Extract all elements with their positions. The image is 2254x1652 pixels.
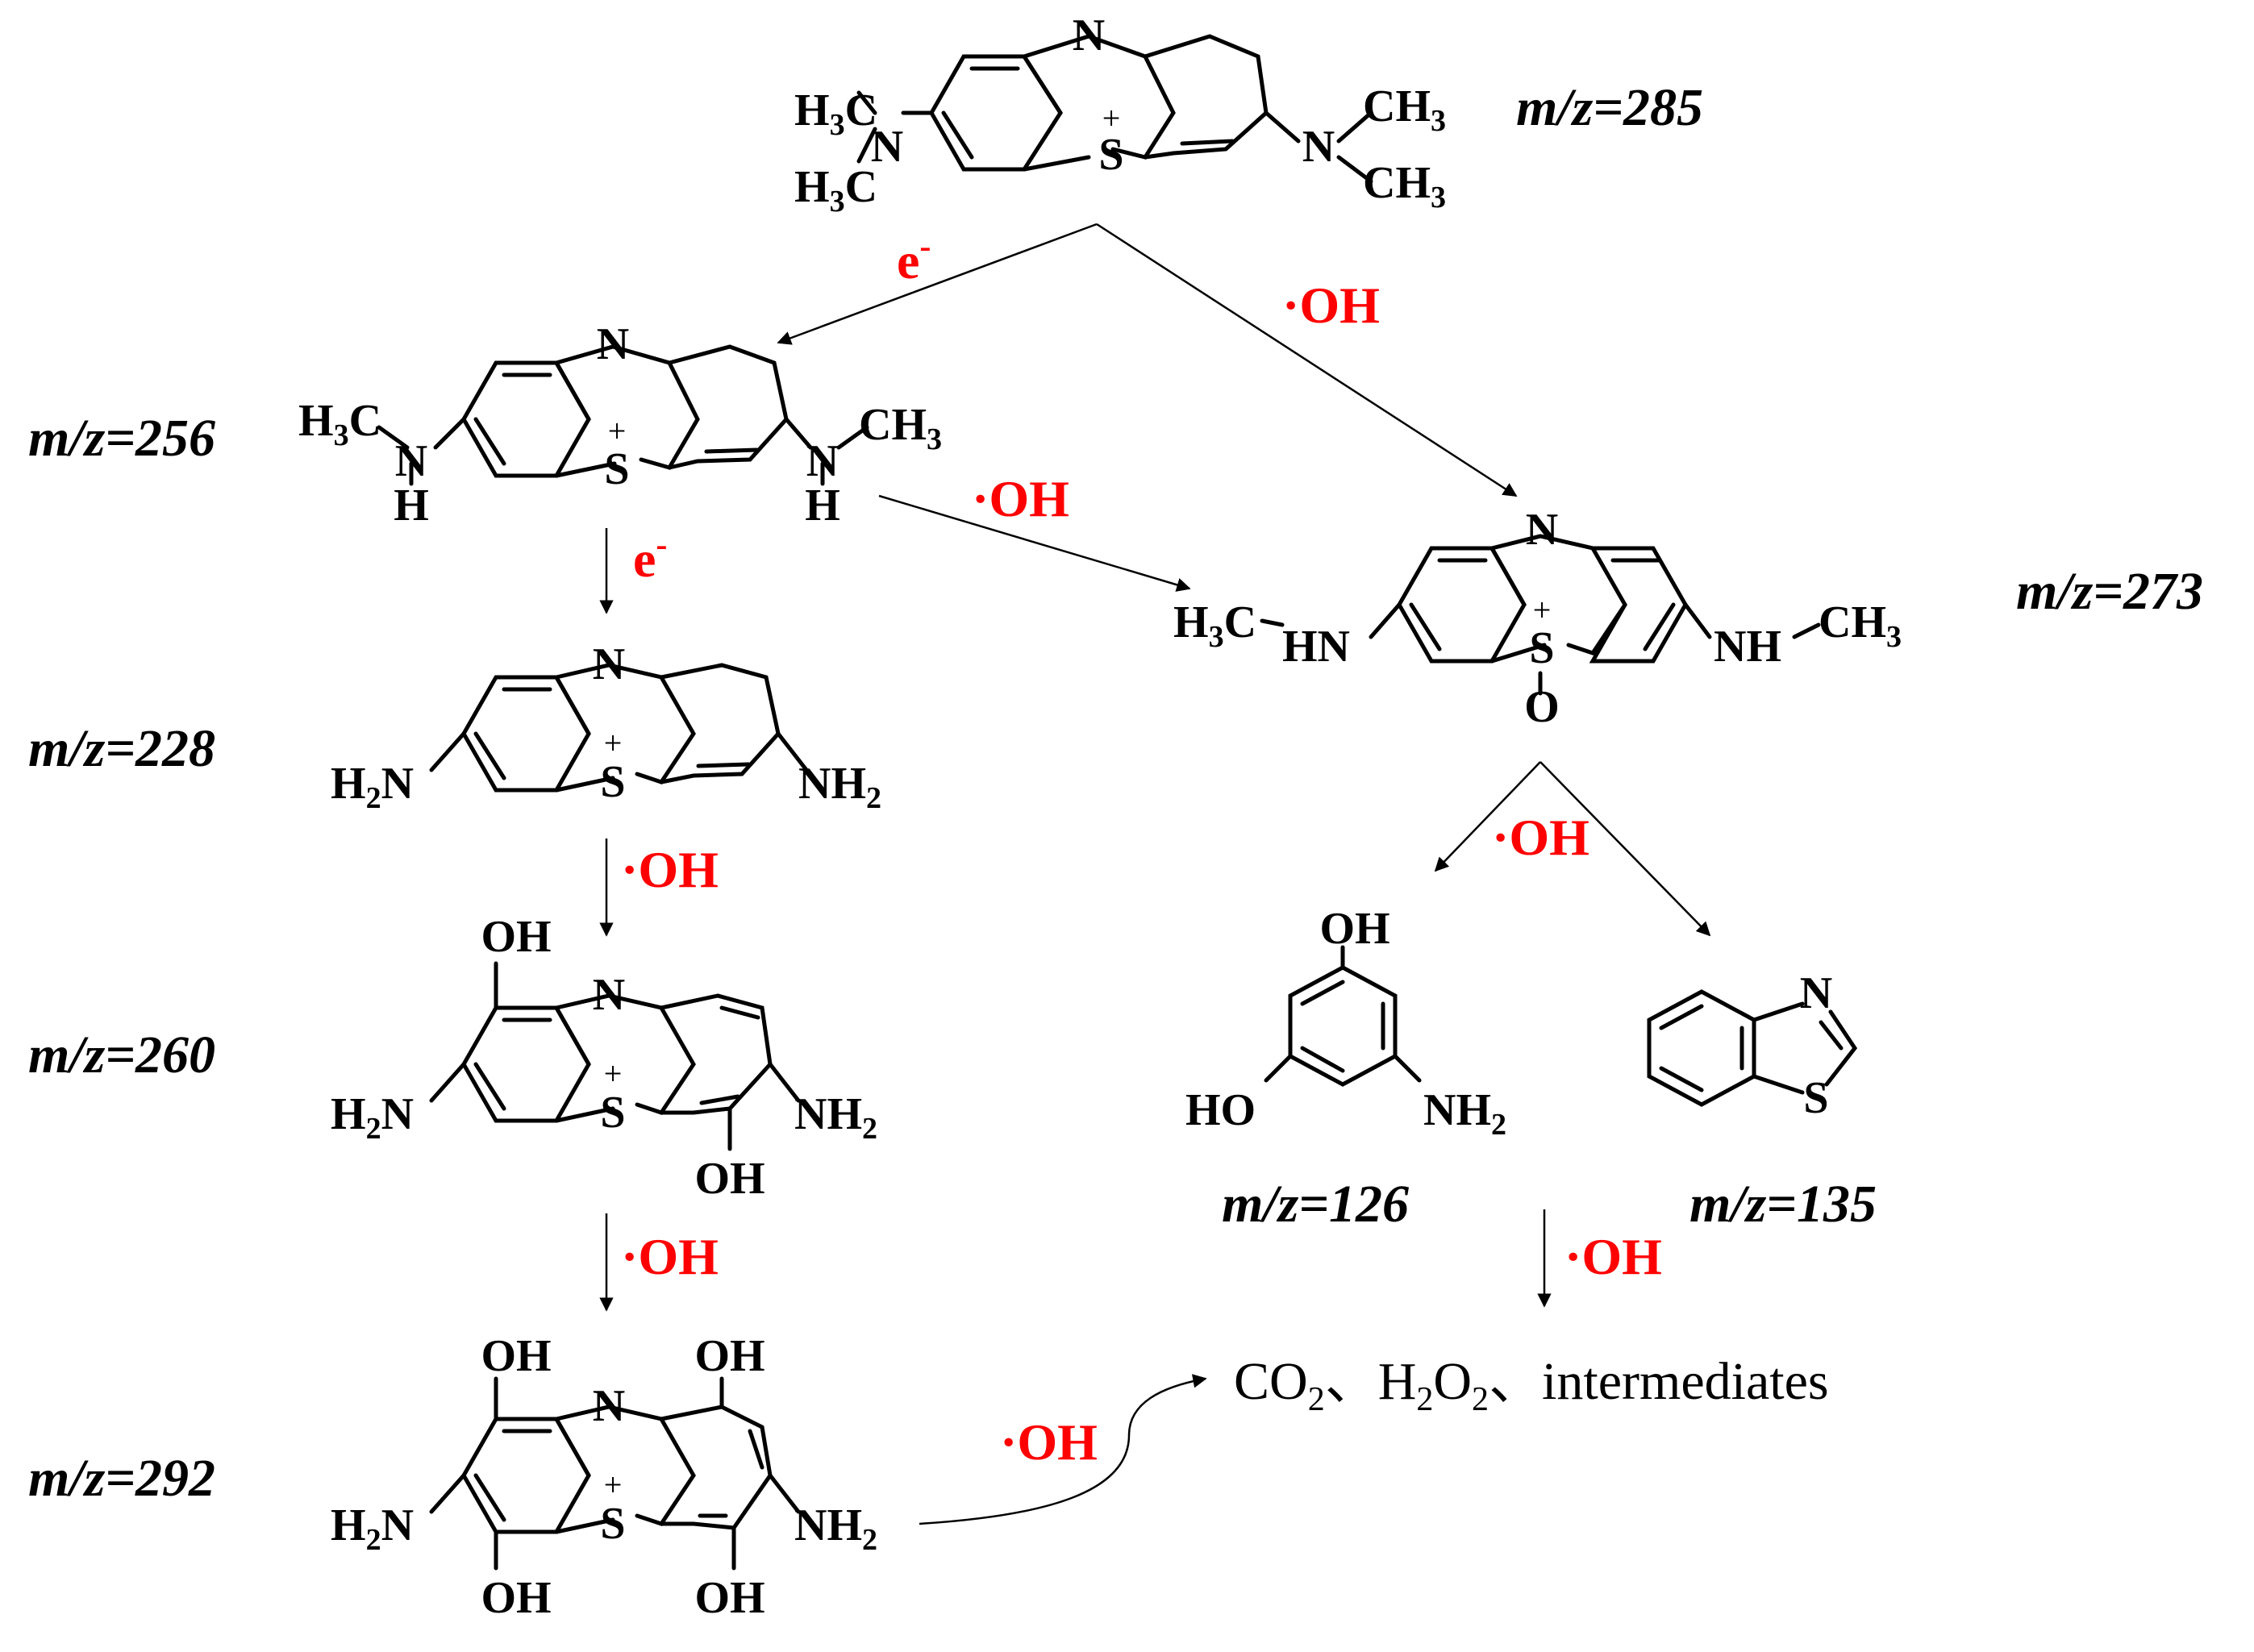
molecule-228: N S + H2N NH2 <box>331 639 881 815</box>
amine-label: NH2 <box>1423 1085 1506 1142</box>
hydroxyl-label: OH <box>694 1331 765 1381</box>
methyl-label: CH3 <box>1363 81 1446 138</box>
arrow-273-to-126 <box>1434 761 1541 872</box>
atom-o: O <box>1524 682 1560 732</box>
molecule-135: N S <box>1647 968 1858 1123</box>
arrow-256-to-273 <box>878 494 1191 592</box>
reagent-hydroxyl: ·OH <box>1000 1413 1098 1471</box>
atom-n: N <box>1800 968 1832 1018</box>
amine-label: NH2 <box>798 759 881 815</box>
mz-label-292: m/z=292 <box>28 1449 215 1508</box>
atom-n: N <box>597 319 629 369</box>
amine-label: H2N <box>331 759 414 815</box>
methyl-label: CH3 <box>1363 158 1446 214</box>
methyl-label: H3C <box>794 85 877 142</box>
atom-s: S <box>1803 1073 1828 1123</box>
reagent-hydroxyl: ·OH <box>972 470 1069 527</box>
charge-plus: + <box>1102 100 1121 136</box>
hydroxyl-label: HO <box>1185 1085 1256 1135</box>
methyl-label: H3C <box>298 396 381 452</box>
atom-n: N <box>1073 10 1105 60</box>
hydroxyl-label: OH <box>694 1154 765 1204</box>
reagent-hydroxyl: ·OH <box>1564 1228 1662 1285</box>
atom-s: S <box>600 1499 625 1549</box>
atom-h: H <box>805 481 840 531</box>
molecule-285: N S + N H3C H3C N CH3 CH3 <box>794 10 1446 218</box>
charge-plus: + <box>604 1467 623 1503</box>
reagent-hydroxyl: ·OH <box>621 841 719 898</box>
atom-s: S <box>1529 623 1554 673</box>
charge-plus: + <box>604 1055 623 1092</box>
amine-label: H2N <box>331 1500 414 1557</box>
mz-label-273: m/z=273 <box>2016 562 2203 621</box>
hydroxyl-label: OH <box>694 1573 765 1623</box>
amine-label: NH2 <box>794 1500 877 1557</box>
amine-label: H2N <box>331 1089 414 1146</box>
amine-label: NH2 <box>794 1089 877 1146</box>
hydroxyl-label: OH <box>481 1331 551 1381</box>
mz-label-135: m/z=135 <box>1689 1175 1877 1234</box>
molecule-256: N S + H3C N H N H CH3 <box>298 319 942 531</box>
arrow-292-to-products <box>919 1374 1207 1525</box>
methyl-label: CH3 <box>859 400 942 456</box>
atom-hn: HN <box>1282 622 1350 672</box>
atom-n: N <box>593 970 625 1020</box>
atom-n: N <box>593 639 625 689</box>
atom-nh: NH <box>1714 622 1781 672</box>
atom-n: N <box>1526 505 1558 555</box>
hydroxyl-label: OH <box>481 1573 551 1623</box>
atom-s: S <box>604 444 629 494</box>
hydroxyl-label: OH <box>481 912 551 962</box>
molecule-273: N S + O H3C HN NH CH3 <box>1173 505 1902 732</box>
arrow-285-to-256 <box>777 223 1098 345</box>
molecule-126: OH HO NH2 <box>1185 904 1506 1142</box>
atom-n: N <box>593 1381 625 1431</box>
atom-s: S <box>1098 130 1123 180</box>
mz-label-228: m/z=228 <box>28 719 215 778</box>
methyl-label: H3C <box>794 162 877 218</box>
atom-n: N <box>806 436 839 486</box>
arrow-273-to-135 <box>1539 761 1711 937</box>
methyl-label: H3C <box>1173 597 1256 654</box>
molecule-292: N S + OH OH H2N NH2 OH OH <box>331 1331 877 1623</box>
charge-plus: + <box>608 413 627 449</box>
mz-label-260: m/z=260 <box>28 1026 215 1084</box>
reagent-electron: e- <box>633 526 667 588</box>
atom-n: N <box>871 122 903 172</box>
atom-n: N <box>1302 122 1335 172</box>
molecule-260: N S + OH H2N NH2 OH <box>331 912 877 1204</box>
reagent-electron: e- <box>897 228 931 289</box>
atom-h: H <box>394 481 429 531</box>
atom-s: S <box>600 1088 625 1138</box>
mz-label-126: m/z=126 <box>1222 1175 1409 1234</box>
charge-plus: + <box>1533 592 1552 628</box>
final-products: CO2、H2O2、intermediates <box>1234 1352 1829 1418</box>
reagent-hydroxyl: ·OH <box>1282 277 1380 334</box>
methyl-label: CH3 <box>1819 597 1902 654</box>
mz-label-285: m/z=285 <box>1516 78 1703 137</box>
arrow-285-to-273 <box>1096 223 1518 497</box>
mz-label-256: m/z=256 <box>28 409 215 468</box>
reagent-hydroxyl: ·OH <box>1492 809 1589 866</box>
charge-plus: + <box>604 725 623 761</box>
hydroxyl-label: OH <box>1319 904 1389 954</box>
atom-n: N <box>395 436 427 486</box>
atom-s: S <box>600 757 625 807</box>
reagent-hydroxyl: ·OH <box>621 1228 719 1285</box>
